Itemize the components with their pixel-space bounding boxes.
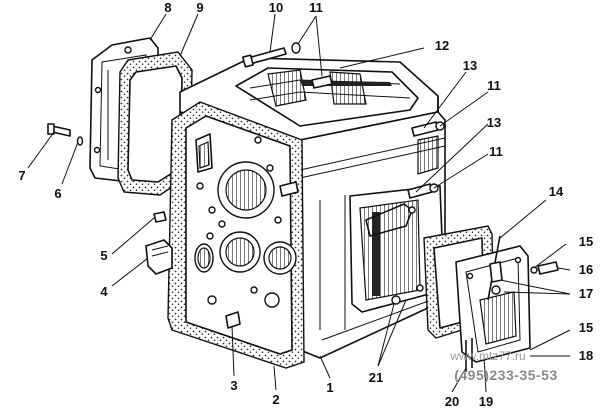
leader-11-b xyxy=(315,15,323,77)
label-4: 4 xyxy=(100,284,108,299)
leader-12 xyxy=(339,47,425,69)
washer-6 xyxy=(76,136,84,146)
leader-7 xyxy=(27,131,55,169)
leader-21-b xyxy=(377,299,407,367)
leader-13-b xyxy=(415,123,489,193)
leader-lines xyxy=(27,13,571,393)
front-gasket-2 xyxy=(167,101,305,369)
leader-20 xyxy=(451,367,467,393)
bolt-10 xyxy=(242,47,287,68)
label-6: 6 xyxy=(54,186,61,201)
label-15-lower: 15 xyxy=(579,320,593,335)
leader-21-a xyxy=(377,303,395,367)
label-18: 18 xyxy=(579,348,593,363)
leader-14 xyxy=(499,199,547,239)
leader-5 xyxy=(111,217,155,255)
label-19: 19 xyxy=(479,394,493,409)
label-5: 5 xyxy=(100,248,107,263)
label-11-right-upper: 11 xyxy=(487,78,501,93)
leader-1 xyxy=(319,355,331,379)
leader-6 xyxy=(61,141,79,185)
label-2: 2 xyxy=(272,392,279,407)
label-17: 17 xyxy=(579,286,593,301)
watermark: www.mtz77.ru (495)233-35-53 xyxy=(449,349,557,383)
label-10: 10 xyxy=(269,0,283,15)
label-20: 20 xyxy=(445,394,459,409)
label-1: 1 xyxy=(326,380,333,395)
label-9: 9 xyxy=(196,0,203,15)
leader-3 xyxy=(231,325,235,377)
pins-20 xyxy=(465,338,473,372)
pin-3 xyxy=(225,311,241,329)
leader-8 xyxy=(149,13,167,41)
pin-5 xyxy=(153,211,167,223)
bolt-7 xyxy=(47,123,71,137)
leader-19 xyxy=(483,355,487,393)
label-13-lower: 13 xyxy=(487,115,501,130)
leader-11-c xyxy=(439,91,489,127)
stud-11 xyxy=(311,75,333,89)
label-16: 16 xyxy=(579,262,593,277)
leader-15-a xyxy=(533,243,567,269)
leader-4 xyxy=(111,257,149,287)
leader-2 xyxy=(273,365,277,391)
label-11-top: 11 xyxy=(309,0,323,15)
leader-15-b xyxy=(529,329,571,351)
plug-4 xyxy=(145,239,173,275)
callout-labels: 8 9 10 11 12 13 11 13 11 14 15 16 17 15 … xyxy=(18,0,593,409)
leader-10 xyxy=(269,13,276,53)
leader-17-b xyxy=(503,291,571,295)
side-cover-18 xyxy=(455,245,531,363)
watermark-site: www.mtz77.ru xyxy=(449,349,525,363)
label-15-upper: 15 xyxy=(579,234,593,249)
bolt-16 xyxy=(530,261,559,275)
washer-11-top xyxy=(291,42,301,54)
label-7: 7 xyxy=(18,168,25,183)
label-21: 21 xyxy=(369,370,383,385)
leader-11-d xyxy=(433,153,489,189)
label-8: 8 xyxy=(164,0,171,15)
leader-16 xyxy=(557,267,571,271)
leader-9 xyxy=(179,13,199,57)
watermark-phone: (495)233-35-53 xyxy=(454,367,558,383)
label-11-right-lower: 11 xyxy=(489,144,503,159)
label-14: 14 xyxy=(549,184,564,199)
label-12: 12 xyxy=(435,38,449,53)
leader-17-a xyxy=(499,279,571,295)
label-3: 3 xyxy=(230,378,237,393)
leader-11-a xyxy=(297,15,317,45)
label-13-upper: 13 xyxy=(463,58,477,73)
leader-13-a xyxy=(423,71,467,129)
